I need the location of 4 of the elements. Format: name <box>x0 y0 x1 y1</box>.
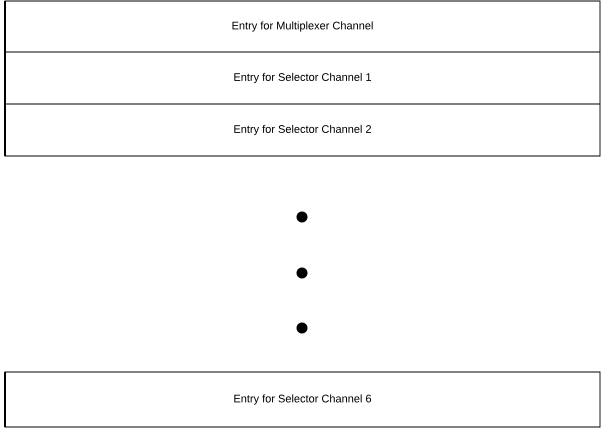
entry-row: Entry for Selector Channel 2 <box>4 104 600 156</box>
entry-row: Entry for Multiplexer Channel <box>4 0 600 52</box>
entry-row: Entry for Selector Channel 1 <box>4 52 600 104</box>
entry-row: Entry for Selector Channel 6 <box>4 372 600 428</box>
